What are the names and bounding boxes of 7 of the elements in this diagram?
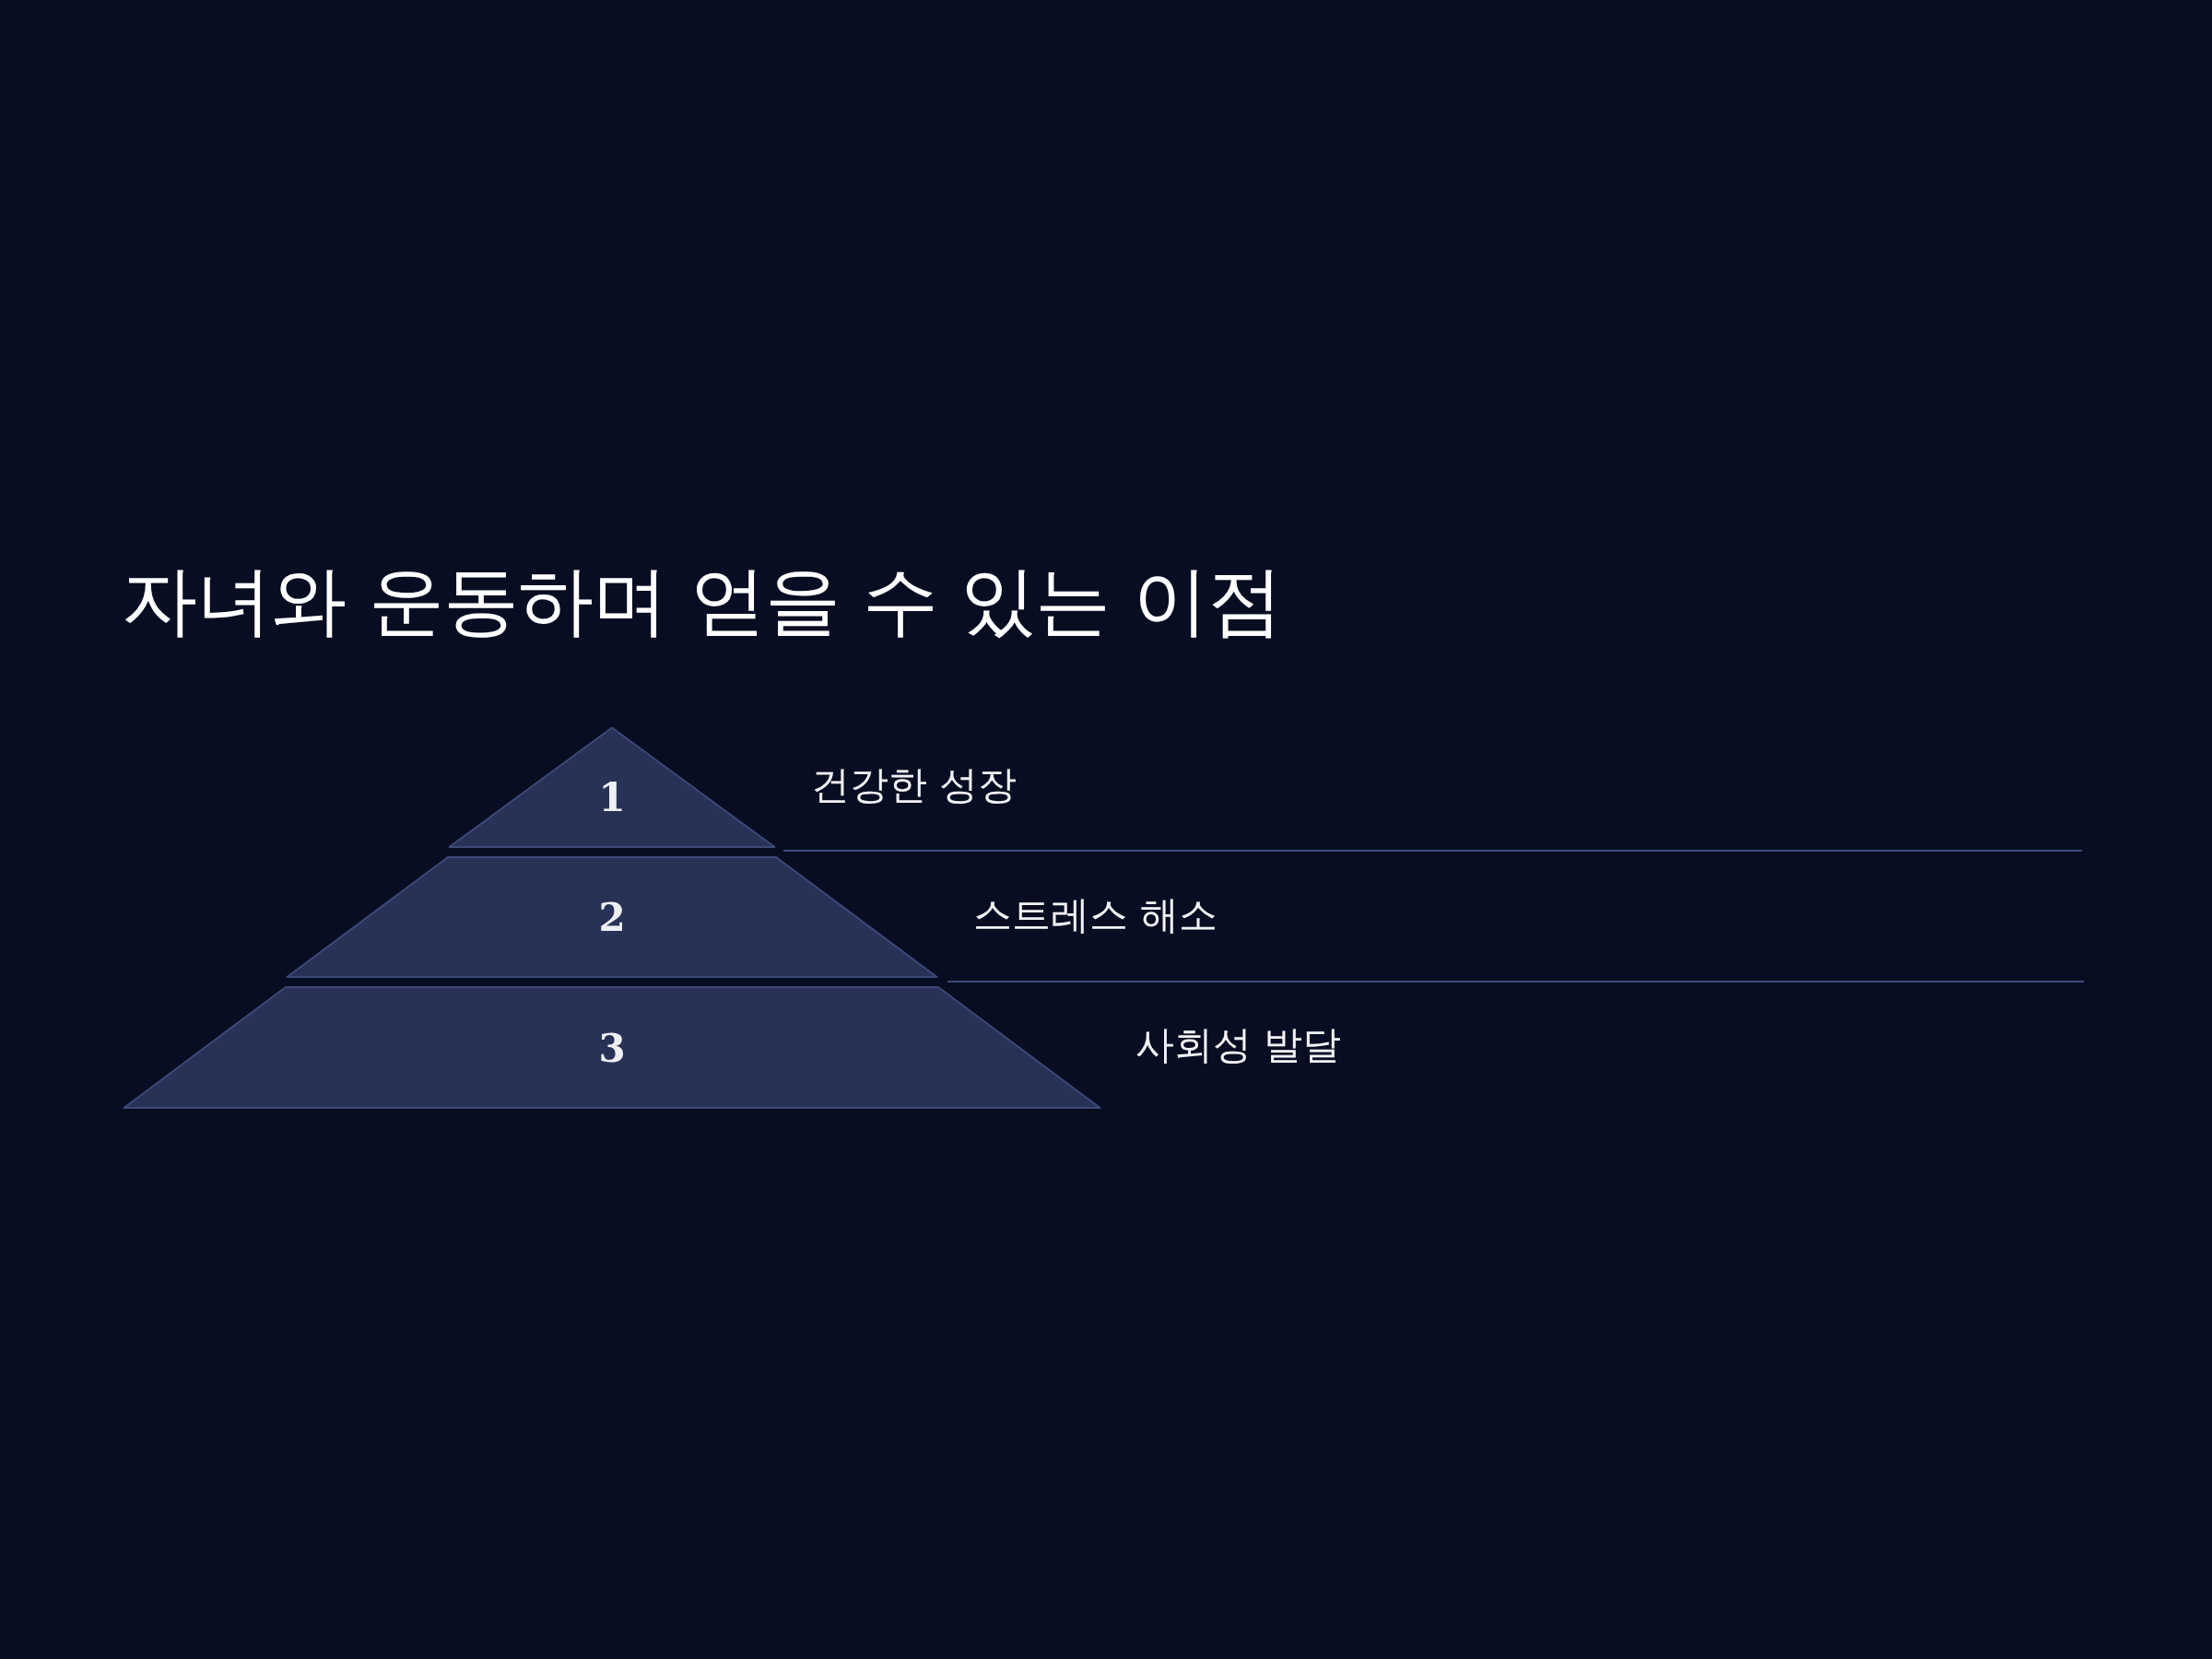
slide-title: 자녀와 운동하며 얻을 수 있는 이점 (122, 556, 1283, 646)
tier-label: 스트레스 해소 (973, 891, 1218, 939)
tier-number: 3 (598, 1025, 626, 1073)
tier-number: 1 (598, 774, 626, 822)
tier-number: 2 (598, 894, 626, 942)
tier-label: 사회성 발달 (1135, 1021, 1342, 1069)
tier-label: 건강한 성장 (811, 761, 1018, 809)
